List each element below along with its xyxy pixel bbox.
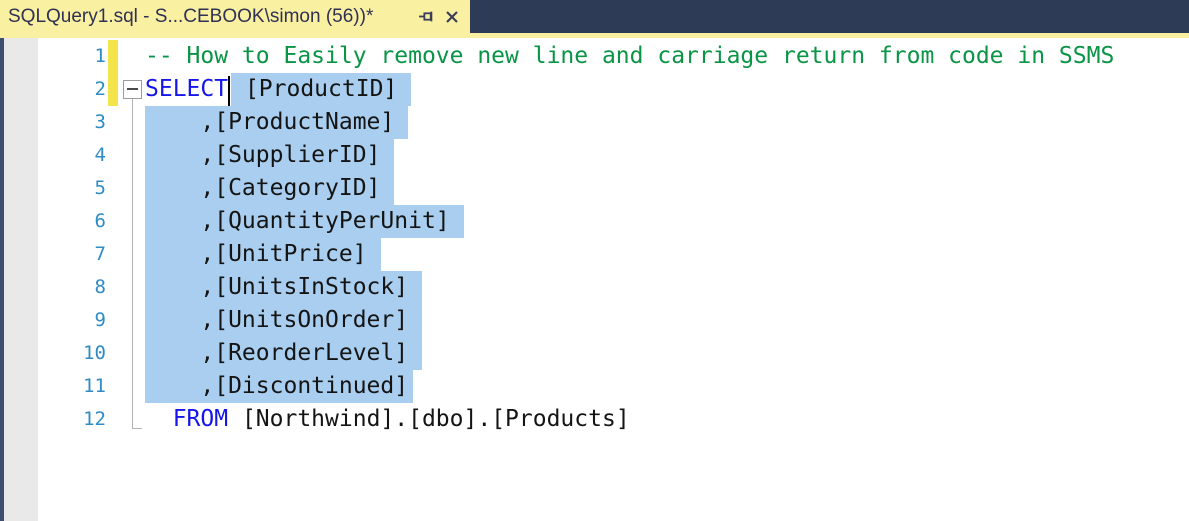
- line-number: 8: [94, 276, 106, 298]
- tab-title: SQLQuery1.sql - S...CEBOOK\simon (56))*: [8, 6, 374, 27]
- selection-trail: [394, 106, 409, 139]
- code-text: ,[UnitsInStock]: [145, 271, 423, 304]
- code-text: ,[CategoryID]: [145, 172, 395, 205]
- code-text: -- How to Easily remove new line and car…: [145, 40, 1114, 73]
- selected-code-segment: ,[Discontinued]: [145, 370, 409, 403]
- code-text: SELECT [ProductID]: [145, 73, 412, 109]
- selection-trail: [397, 73, 412, 106]
- line-number: 5: [94, 177, 106, 199]
- change-tracking-bar: [108, 73, 118, 106]
- selected-code-segment: ,[SupplierID]: [145, 139, 381, 172]
- collapse-region-minus-icon[interactable]: [123, 80, 142, 99]
- line-number: 2: [94, 78, 106, 100]
- selection-trail: [449, 205, 464, 238]
- line-number: 1: [94, 45, 106, 67]
- code-line-7: 7 ,[UnitPrice]: [0, 238, 1189, 271]
- line-number: 6: [94, 210, 106, 232]
- line-number: 12: [83, 408, 106, 430]
- code-line-8: 8 ,[UnitsInStock]: [0, 271, 1189, 304]
- code-text: ,[Discontinued]: [145, 370, 414, 403]
- selected-code-segment: ,[CategoryID]: [145, 172, 381, 205]
- code-text: ,[ReorderLevel]: [145, 337, 423, 370]
- selected-code-segment: [ProductID]: [231, 73, 398, 106]
- document-tab-sqlquery1[interactable]: SQLQuery1.sql - S...CEBOOK\simon (56))*: [0, 0, 470, 33]
- code-line-6: 6 ,[QuantityPerUnit]: [0, 205, 1189, 238]
- fold-guide-end-tick: [132, 428, 142, 429]
- text-caret: [228, 76, 231, 109]
- line-number: 3: [94, 111, 106, 133]
- code-text: ,[UnitsOnOrder]: [145, 304, 423, 337]
- line-number: 11: [83, 375, 106, 397]
- selected-code-segment: ,[UnitsInStock]: [145, 271, 409, 304]
- code-segment: [145, 403, 173, 436]
- code-text: ,[QuantityPerUnit]: [145, 205, 464, 238]
- line-number: 9: [94, 309, 106, 331]
- code-text: ,[UnitPrice]: [145, 238, 381, 271]
- editor-left-edge: [0, 38, 4, 521]
- selection-trail: [380, 139, 395, 172]
- selected-code-segment: ,[ProductName]: [145, 106, 395, 139]
- selected-code-segment: ,[ReorderLevel]: [145, 337, 409, 370]
- code-text: ,[SupplierID]: [145, 139, 395, 172]
- selection-trail: [408, 337, 423, 370]
- code-line-10: 10 ,[ReorderLevel]: [0, 337, 1189, 370]
- close-icon[interactable]: [444, 9, 460, 25]
- selection-trail: [408, 271, 423, 304]
- code-line-2: 2 SELECT [ProductID]: [0, 73, 1189, 109]
- selection-trail: [380, 172, 395, 205]
- code-segment: FROM: [172, 406, 229, 432]
- code-line-9: 9 ,[UnitsOnOrder]: [0, 304, 1189, 337]
- code-line-5: 5 ,[CategoryID]: [0, 172, 1189, 205]
- fold-guide-line: [132, 99, 133, 428]
- tab-strip-accent-border: [0, 33, 1189, 38]
- code-line-1: 1 -- How to Easily remove new line and ca…: [0, 40, 1189, 73]
- selected-code-segment: ,[QuantityPerUnit]: [145, 205, 450, 238]
- code-segment: -- How to Easily remove new line and car…: [145, 43, 1115, 69]
- selection-trail: [366, 238, 381, 271]
- line-number: 7: [94, 243, 106, 265]
- code-text: FROM [Northwind].[dbo].[Products]: [145, 403, 630, 436]
- code-line-4: 4 ,[SupplierID]: [0, 139, 1189, 172]
- selected-code-segment: ,[UnitsOnOrder]: [145, 304, 409, 337]
- code-line-3: 3 ,[ProductName]: [0, 106, 1189, 139]
- code-text: ,[ProductName]: [145, 106, 409, 139]
- sql-code-editor[interactable]: 1 -- How to Easily remove new line and ca…: [0, 38, 1189, 521]
- glyph-margin: [4, 38, 38, 521]
- line-number: 10: [83, 342, 106, 364]
- code-line-12: 12 FROM [Northwind].[dbo].[Products]: [0, 403, 1189, 436]
- pin-icon[interactable]: [418, 8, 435, 25]
- line-number: 4: [94, 144, 106, 166]
- selection-trail: [408, 304, 423, 337]
- document-tab-strip: SQLQuery1.sql - S...CEBOOK\simon (56))*: [0, 0, 1189, 33]
- code-line-11: 11 ,[Discontinued]: [0, 370, 1189, 403]
- selection-trail: [408, 370, 414, 403]
- code-segment: SELECT: [145, 76, 229, 102]
- code-segment: [Northwind].[dbo].[Products]: [228, 406, 630, 432]
- change-tracking-bar: [108, 40, 118, 73]
- selected-code-segment: ,[UnitPrice]: [145, 238, 367, 271]
